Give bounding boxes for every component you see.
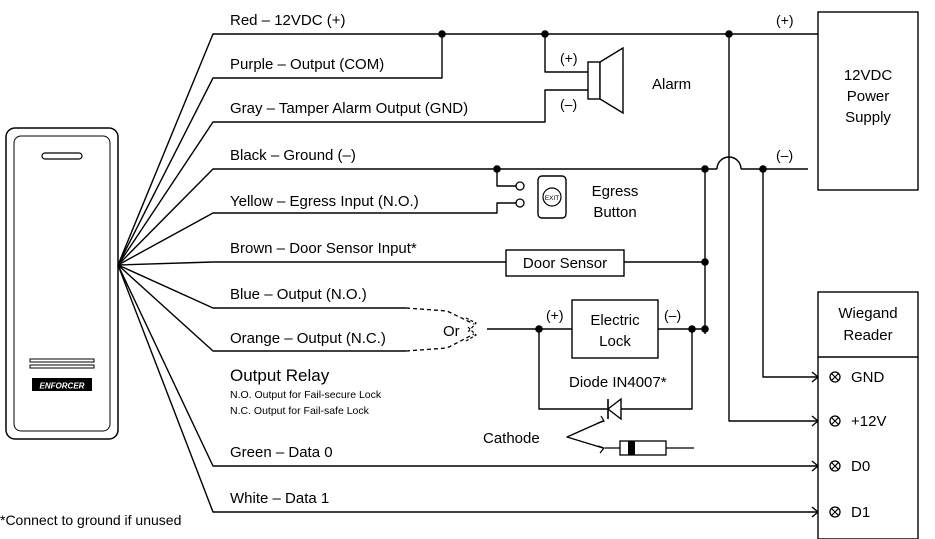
speaker-icon: [599, 46, 624, 115]
terminal-12v: +12V: [829, 413, 886, 430]
svg-text:EXIT: EXIT: [545, 195, 559, 202]
terminal-label-d1: D1: [851, 504, 870, 521]
exit-icon: [542, 187, 562, 207]
egress-label-2: Button: [593, 204, 636, 221]
relay-selector: Or: [405, 307, 572, 352]
output-relay-title: Output Relay: [230, 366, 330, 385]
brand-logo-text: ENFORCER: [40, 382, 85, 391]
terminal-gnd: GND: [829, 369, 885, 386]
junction-dots: [438, 30, 767, 333]
diode: Diode IN4007* Cathode: [483, 329, 694, 456]
wire-label-orange: Orange – Output (N.C.): [230, 330, 386, 347]
brand-logo: [32, 378, 92, 391]
diode-symbol: [606, 397, 622, 421]
terminal-label-12v: +12V: [851, 413, 886, 430]
wiegand-label-1: Wiegand: [838, 305, 897, 322]
terminal-d0: D0: [829, 458, 870, 475]
terminal-d1: D1: [829, 504, 870, 521]
door-sensor: Door Sensor: [505, 249, 705, 277]
electric-lock: Electric Lock (+) (–): [546, 299, 705, 359]
wire-label-purple: Purple – Output (COM): [230, 56, 384, 73]
door-sensor-label: Door Sensor: [523, 255, 607, 272]
terminal-label-gnd: GND: [851, 369, 885, 386]
alarm-minus-label: (–): [560, 96, 577, 112]
diode-component-icon: [605, 440, 694, 456]
keypad-device: ENFORCER: [5, 127, 119, 440]
terminal-arrows: [811, 371, 819, 518]
alarm: (+) (–) Alarm: [544, 34, 691, 115]
keypad-slot: [41, 152, 83, 160]
wire-label-blue: Blue – Output (N.O.): [230, 286, 367, 303]
power-supply-minus-label: (–): [776, 147, 793, 163]
power-supply-plus-label: (+): [776, 12, 794, 28]
wire-label-brown: Brown – Door Sensor Input*: [230, 240, 417, 257]
wire-label-gray: Gray – Tamper Alarm Output (GND): [230, 100, 468, 117]
wire-crossover: [716, 156, 742, 170]
egress-label-1: Egress: [592, 183, 639, 200]
alarm-body: [587, 61, 601, 100]
ground-rail: [762, 169, 818, 378]
power-supply-label-1: 12VDC: [844, 67, 893, 84]
egress-button: EXIT Egress Button: [496, 169, 639, 221]
wire-fan: [117, 33, 918, 513]
power-supply: 12VDC Power Supply (+) (–): [776, 11, 919, 191]
wire-label-yellow: Yellow – Egress Input (N.O.): [230, 193, 419, 210]
cathode-label: Cathode: [483, 430, 540, 447]
lock-minus-label: (–): [664, 307, 681, 323]
alarm-plus-label: (+): [560, 50, 578, 66]
wire-label-black: Black – Ground (–): [230, 147, 356, 164]
diode-label: Diode IN4007*: [569, 374, 667, 391]
plus-12v-rail: [728, 34, 818, 422]
electric-lock-label-1: Electric: [590, 312, 640, 329]
power-supply-label-2: Power: [847, 88, 890, 105]
wire-label-red: Red – 12VDC (+): [230, 12, 345, 29]
wiegand-label-2: Reader: [843, 327, 892, 344]
lock-plus-label: (+): [546, 307, 564, 323]
footnote: *Connect to ground if unused: [0, 512, 181, 528]
wire-label-white: White – Data 1: [230, 490, 329, 507]
output-relay-note-no: N.O. Output for Fail-secure Lock: [230, 389, 382, 401]
terminal-label-d0: D0: [851, 458, 870, 475]
output-relay-note-nc: N.C. Output for Fail-safe Lock: [230, 405, 370, 417]
alarm-label: Alarm: [652, 76, 691, 93]
power-supply-label-3: Supply: [845, 109, 891, 126]
or-label: Or: [443, 323, 460, 340]
electric-lock-label-2: Lock: [599, 333, 631, 350]
wiegand-reader: Wiegand Reader GND +12V D0 D1: [817, 291, 919, 539]
wire-label-green: Green – Data 0: [230, 444, 333, 461]
